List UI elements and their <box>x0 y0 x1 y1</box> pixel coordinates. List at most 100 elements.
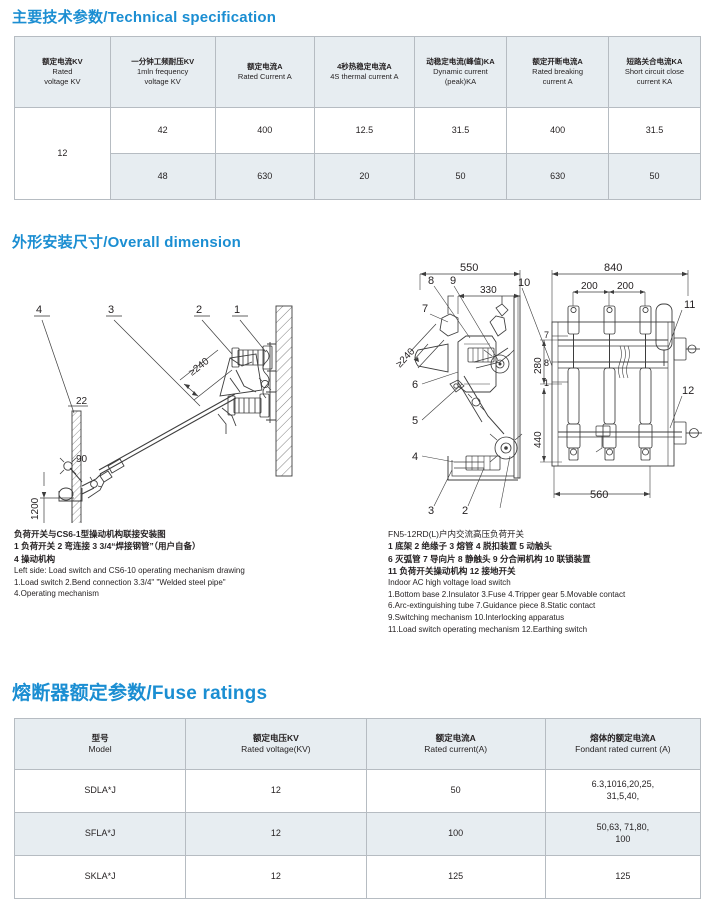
cell-voltage: 12 <box>185 855 367 899</box>
callout-6: 6 <box>412 379 418 391</box>
callout-8b: 8 <box>544 358 549 368</box>
callout-1b: 1 <box>544 378 549 388</box>
callout-4: 4 <box>412 451 418 463</box>
header-fondant-current: 熔体的额定电流A Fondant rated current (A) <box>544 718 702 770</box>
cell-rated-voltage-value: 12 <box>14 107 111 200</box>
header-rated-current: 额定电流A Rated current(A) <box>365 718 546 770</box>
cell-current: 50 <box>365 769 546 813</box>
dim-1200: 1200 <box>30 497 41 520</box>
caption-cn-items-2: 6 灭弧管 7 导向片 8 静触头 9 分合闸机构 10 联锁装置 <box>388 553 591 564</box>
header-cn: 一分钟工频耐压KV <box>131 57 195 67</box>
dim-22: 22 <box>76 396 88 407</box>
cell-value: 400 <box>214 107 316 154</box>
right-drawing-caption: FN5-12RD(L)户内交流高压负荷开关 1 底架 2 绝缘子 3 熔管 4 … <box>388 528 713 635</box>
header-cn: 4秒热稳定电流A <box>337 62 392 72</box>
header-model: 型号 Model <box>13 718 187 770</box>
header-cn: 额定电流A <box>435 732 476 743</box>
cell-model: SDLA*J <box>13 769 187 813</box>
caption-cn-items-3: 11 负荷开关操动机构 12 接地开关 <box>388 565 516 576</box>
caption-cn-items-1: 1 负荷开关 2 弯连接 3 3/4“焊接钢管”（用户自备） <box>14 541 201 552</box>
cell-value: 630 <box>214 153 316 200</box>
load-switch-mounting-drawing: 4 3 2 1 22 90 ≥240 1200 <box>30 304 293 523</box>
table-row: SKLA*J 12 125 125 <box>13 855 702 899</box>
cell-value: 48 <box>109 153 216 200</box>
callout-7b: 7 <box>544 330 549 340</box>
dim-90: 90 <box>76 454 88 465</box>
caption-en-items-3: 9.Switching mechanism 10.Interlocking ap… <box>388 613 565 623</box>
callout-2: 2 <box>462 505 468 517</box>
callout-5: 5 <box>412 415 418 427</box>
header-en: Fondant rated current (A) <box>575 744 671 754</box>
caption-model-title: FN5-12RD(L)户内交流高压负荷开关 <box>388 529 525 539</box>
header-cn: 额定电压KV <box>252 732 299 743</box>
dim-280: 280 <box>533 357 544 374</box>
cell-value: 50 <box>413 153 508 200</box>
caption-cn-title: 负荷开关与CS6-1型操动机构联接安装图 <box>14 529 166 539</box>
header-thermal-current: 4秒热稳定电流A 4S thermal current A <box>314 36 415 108</box>
header-cn: 熔体的额定电流A <box>590 732 656 743</box>
callout-7: 7 <box>422 303 428 315</box>
cell-value: 12.5 <box>314 107 415 154</box>
caption-en-items-1: 1.Load switch 2.Bend connection 3.3/4" "… <box>14 577 226 587</box>
cell-current: 100 <box>365 812 546 856</box>
section-heading-fuse: 熔断器额定参数/Fuse ratings <box>12 683 268 704</box>
cell-fondant: 50,63, 71,80,100 <box>544 812 702 856</box>
caption-cn-items-1: 1 底架 2 绝缘子 3 熔管 4 脱扣装置 5 动触头 <box>388 541 552 552</box>
table-header-row: 型号 Model 额定电压KV Rated voltage(KV) 额定电流A … <box>13 718 702 770</box>
table-row: 12 42 400 12.5 31.5 400 31.5 <box>14 107 702 200</box>
cell-current: 125 <box>365 855 546 899</box>
header-cn: 动稳定电流(峰值)KA <box>426 57 495 67</box>
caption-en-items-2: 4.Operating mechanism <box>14 589 99 599</box>
header-en: Rated voltage(KV) <box>241 744 311 754</box>
callout-12: 12 <box>682 385 694 397</box>
dim-560: 560 <box>590 489 608 501</box>
load-switch-assembly-drawing: 550 330 ≥240 840 200 200 280 440 560 8 9… <box>394 262 702 517</box>
cell-value: 630 <box>506 153 609 200</box>
callout-2: 2 <box>196 304 202 316</box>
callout-10: 10 <box>518 277 530 289</box>
cell-voltage: 12 <box>185 769 367 813</box>
cell-value: 400 <box>506 107 609 154</box>
header-rated-current: 额定电流A Rated Current A <box>214 36 316 108</box>
caption-en-title: Indoor AC high voltage load switch <box>388 578 511 588</box>
callout-3: 3 <box>428 505 434 517</box>
caption-en-items-1: 1.Bottom base 2.Insulator 3.Fuse 4.Tripp… <box>388 589 626 599</box>
cell-value: 31.5 <box>607 107 702 154</box>
fuse-ratings-table: 型号 Model 额定电压KV Rated voltage(KV) 额定电流A … <box>13 718 702 899</box>
dim-550: 550 <box>460 262 478 274</box>
callout-1: 1 <box>234 304 240 316</box>
header-cn: 额定电流KV <box>42 57 83 67</box>
header-en: Model <box>88 744 112 754</box>
header-en: Rated Current A <box>237 72 292 81</box>
section-heading-technical: 主要技术参数/Technical specification <box>12 9 277 26</box>
cell-fondant: 6.3,1016,20,25,31,5,40, <box>544 769 702 813</box>
dim-240: ≥240 <box>394 346 417 370</box>
header-cn: 额定电流A <box>247 62 283 72</box>
cell-value: 42 <box>109 107 216 154</box>
cell-value: 20 <box>314 153 415 200</box>
header-cn: 额定开断电流A <box>532 57 583 67</box>
header-cn: 短路关合电流KA <box>626 57 683 67</box>
dim-200-b: 200 <box>617 281 634 292</box>
dim-440: 440 <box>533 431 544 448</box>
callout-11: 11 <box>684 299 695 311</box>
cell-fondant: 125 <box>544 855 702 899</box>
header-en: Dynamic current(peak)KA <box>433 67 488 86</box>
caption-en-items-2: 6.Arc-extinguishing tube 7.Guidance piec… <box>388 601 596 611</box>
caption-en-title: Left side: Load switch and CS6-10 operat… <box>14 565 245 575</box>
dim-840: 840 <box>604 262 622 274</box>
caption-en-items-4: 11.Load switch operating mechanism 12.Ea… <box>388 624 588 634</box>
dim-200-a: 200 <box>581 281 598 292</box>
header-en: Rated current(A) <box>424 744 488 754</box>
caption-cn-items-2: 4 操动机构 <box>14 553 56 564</box>
cell-model: SKLA*J <box>13 855 187 899</box>
